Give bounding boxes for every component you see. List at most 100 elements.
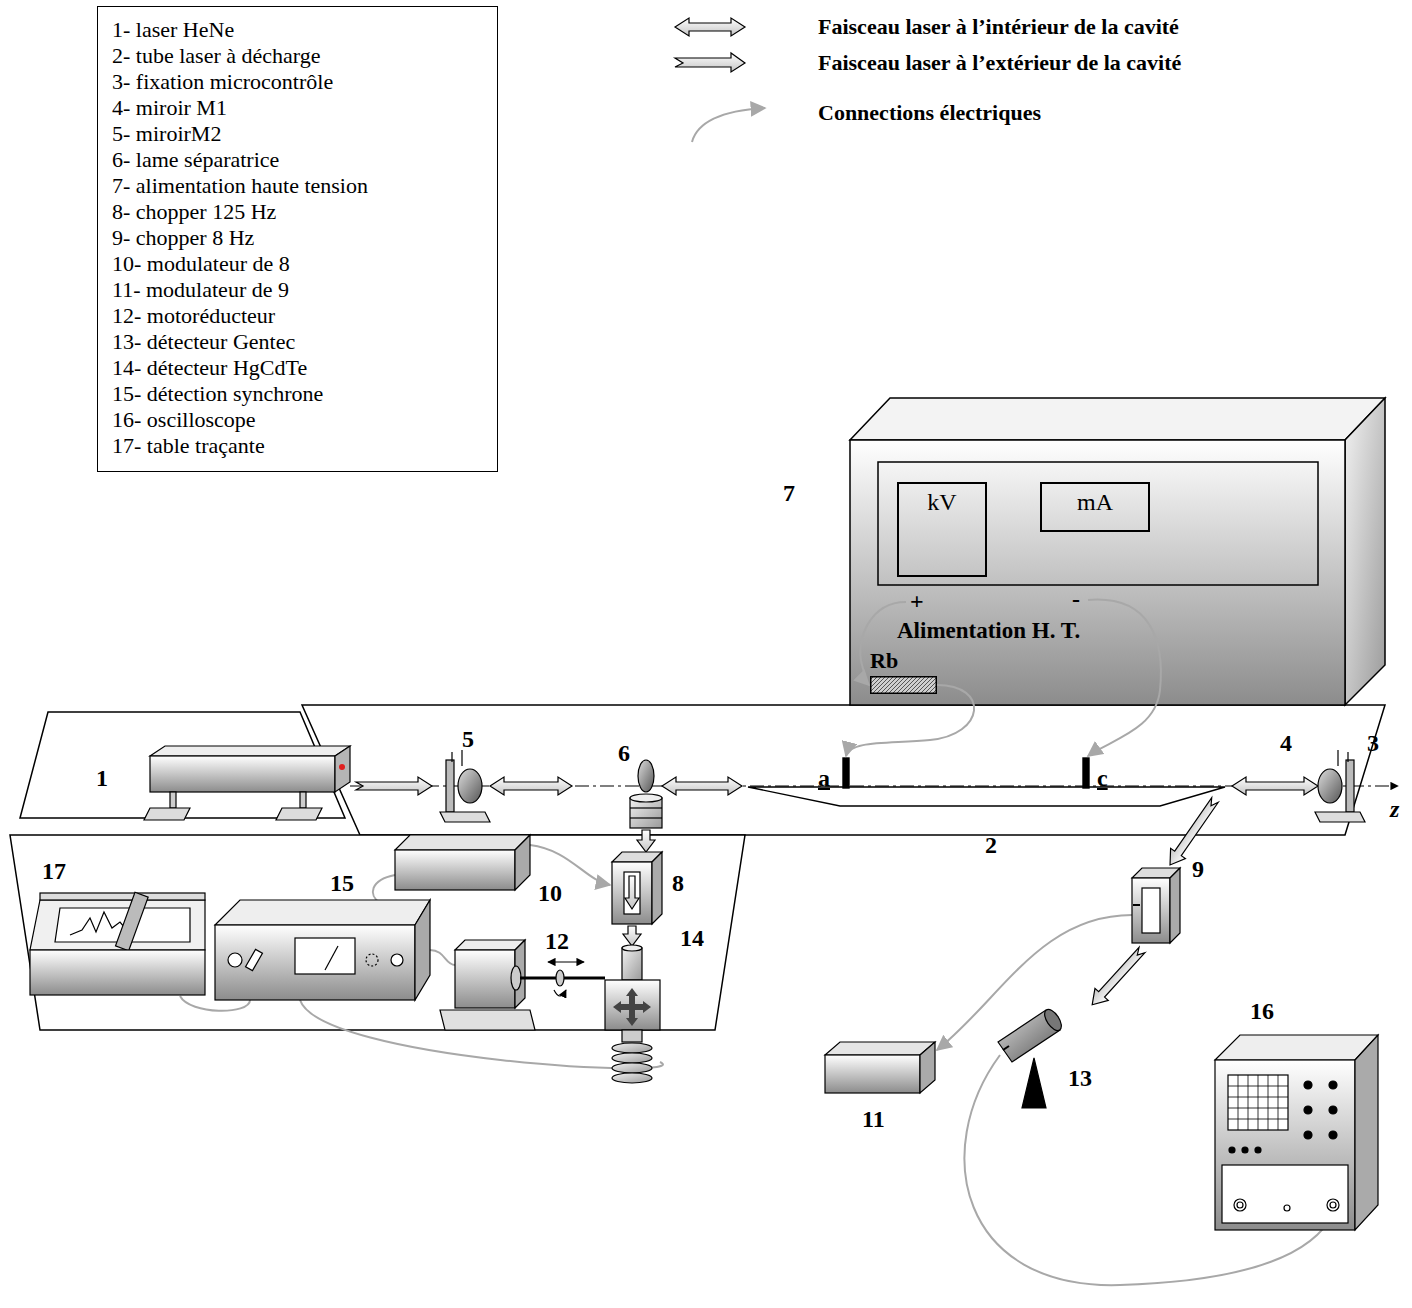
callout-number: 13 [1068, 1065, 1092, 1091]
legend-samples [675, 18, 745, 36]
hene-laser [150, 746, 350, 756]
gear-motor [455, 940, 525, 950]
electrical-wires [373, 875, 395, 903]
electrical-wires [430, 950, 455, 965]
parts-list-item: 3- fixation microcontrôle [112, 69, 333, 95]
gear-motor [554, 990, 566, 996]
oscilloscope [1329, 1131, 1337, 1139]
legend-text: Connections électriques [818, 100, 1041, 126]
lock-in-amplifier [246, 949, 263, 970]
lock-in-amplifier [215, 925, 415, 1000]
mirror-mounts [446, 760, 454, 812]
modulator-11 [825, 1055, 920, 1093]
detector-hgcdte [622, 948, 642, 980]
laser-beams [1086, 944, 1149, 1011]
beam-splitter [630, 760, 662, 828]
gentec-detector [1041, 1007, 1064, 1034]
chopper-8 [612, 862, 652, 924]
modulator-10 [395, 835, 530, 890]
hene-laser [276, 808, 322, 820]
power-supply: Alimentation H. T.kVmARb [850, 440, 1345, 705]
lock-in-amplifier [366, 954, 378, 966]
detector-hgcdte [605, 945, 660, 1083]
callout-number: 14 [680, 925, 704, 951]
oscilloscope [1329, 1081, 1337, 1089]
lock-in-amplifier [295, 938, 355, 974]
lock-in-amplifier [325, 946, 338, 970]
oscilloscope [1304, 1106, 1312, 1114]
laser-beams [1232, 777, 1318, 795]
oscilloscope [1229, 1147, 1235, 1153]
mirror-mounts [458, 769, 482, 803]
meter-label: kV [899, 488, 985, 516]
laser-beams [662, 777, 742, 795]
parts-list-item: 2- tube laser à décharge [112, 43, 320, 69]
callout-number: 16 [1250, 998, 1274, 1024]
ammeter-box: mA [1040, 482, 1150, 532]
power-supply-housing [1345, 398, 1385, 705]
laser-beams [356, 777, 1318, 1011]
oscilloscope [1330, 1202, 1336, 1208]
mirror-mounts [1315, 812, 1365, 822]
callout-number: 17 [42, 858, 66, 884]
laser-beams [490, 777, 572, 795]
oscilloscope [1215, 1035, 1378, 1230]
callout-number: 5 [462, 726, 474, 752]
callout-number: 15 [330, 870, 354, 896]
callout-number: 7 [783, 480, 795, 506]
resistor-symbol [871, 677, 937, 694]
mirror-mounts [1337, 750, 1338, 766]
laser-beams [356, 777, 432, 795]
hene-laser [150, 756, 335, 792]
oscilloscope [1234, 1199, 1246, 1211]
detector-hgcdte [612, 1053, 652, 1063]
parts-list-box: 1- laser HeNe2- tube laser à décharge3- … [97, 6, 498, 472]
chopper-8 [624, 872, 640, 914]
legend-text: Faisceau laser à l’intérieur de la cavit… [818, 14, 1179, 40]
callout-number: 10 [538, 880, 562, 906]
beam-splitter [630, 817, 662, 818]
lock-in-amplifier [391, 954, 403, 966]
discharge-tube [1083, 758, 1089, 788]
oscilloscope [1329, 1106, 1337, 1114]
electrical-wires [846, 685, 974, 756]
power-supply-housing [850, 398, 1385, 705]
parts-list-item: 1- laser HeNe [112, 17, 234, 43]
legend-samples [675, 18, 765, 142]
legend-entry: Faisceau laser à l’extérieur de la cavit… [818, 50, 1181, 76]
hene-laser [144, 746, 350, 820]
resistor-label: Rb [870, 648, 898, 674]
optical-table [302, 705, 1385, 835]
chopper-8 [652, 852, 662, 924]
chart-recorder [30, 892, 205, 995]
detector-hgcdte [612, 1063, 652, 1073]
callout-number: 4 [1280, 730, 1292, 756]
mirror-mounts [451, 752, 452, 762]
hene-laser [300, 792, 306, 808]
modulator-11 [825, 1042, 935, 1055]
gear-motor [440, 940, 605, 1030]
gentec-detector [1022, 1058, 1046, 1108]
callout-number: 12 [545, 928, 569, 954]
callout-number: 6 [618, 740, 630, 766]
hene-laser [335, 746, 350, 792]
oscilloscope [1284, 1205, 1290, 1211]
parts-list-item: 17- table traçante [112, 433, 265, 459]
parts-list-item: 7- alimentation haute tension [112, 173, 368, 199]
gear-motor [556, 970, 564, 986]
mirror-mounts [461, 750, 462, 766]
chopper-9 [1132, 878, 1170, 943]
beam-splitter [638, 760, 654, 792]
callout-number: 8 [672, 870, 684, 896]
parts-list-item: 9- chopper 8 Hz [112, 225, 254, 251]
laser-beams [637, 830, 655, 852]
axis-label: z [1390, 796, 1399, 822]
modulator-11 [825, 1042, 935, 1093]
oscilloscope [1304, 1131, 1312, 1139]
detector-hgcdte [612, 1043, 652, 1053]
optical-table [10, 835, 745, 1030]
lock-in-amplifier [215, 900, 430, 1000]
detector-hgcdte [613, 988, 651, 1026]
mirror-mounts [1318, 769, 1342, 803]
oscilloscope [1228, 1075, 1288, 1130]
